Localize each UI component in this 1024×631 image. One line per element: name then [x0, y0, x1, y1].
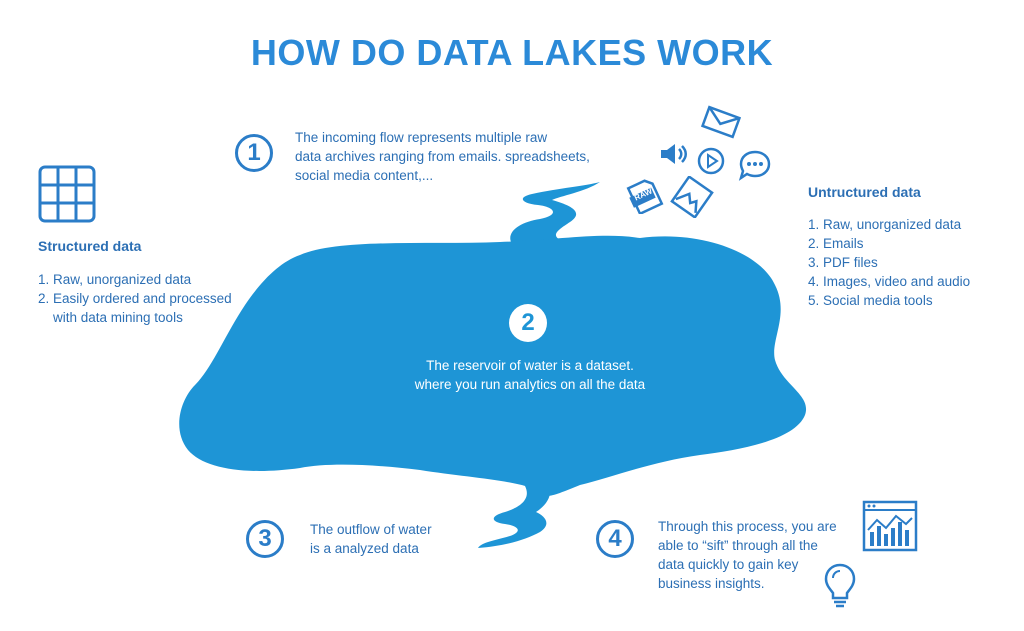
step-4-text: Through this process, you are able to “s… — [658, 517, 858, 593]
raw-file-shape — [626, 179, 664, 214]
unstructured-heading: Untructured data — [808, 184, 921, 200]
raw-file-icon: RAW — [625, 178, 665, 214]
list-item: 2. Emails — [808, 236, 864, 251]
step-2-line: The reservoir of water is a dataset. — [426, 358, 634, 373]
step-1-badge: 1 — [235, 134, 273, 172]
step-1-line: The incoming flow represents multiple ra… — [295, 130, 548, 145]
step-3-badge: 3 — [246, 520, 284, 558]
image-file-icon — [670, 176, 714, 218]
step-2-line: where you run analytics on all the data — [414, 377, 646, 392]
step-2-text: The reservoir of water is a dataset. whe… — [380, 356, 680, 394]
step-1-line: data archives ranging from emails. sprea… — [295, 149, 590, 164]
step-3-line: is a analyzed data — [310, 541, 419, 556]
unstructured-list: 1. Raw, unorganized data 2. Emails 3. PD… — [808, 215, 1008, 310]
list-item: 5. Social media tools — [808, 293, 933, 308]
step-4-line: able to “sift” through all the — [658, 538, 818, 553]
step-3-line: The outflow of water — [310, 522, 432, 537]
lightbulb-icon — [824, 563, 856, 608]
play-icon — [697, 147, 725, 175]
step-1-text: The incoming flow represents multiple ra… — [295, 128, 635, 185]
step-4-badge: 4 — [596, 520, 634, 558]
grid-table-icon — [38, 165, 96, 223]
envelope-icon — [700, 105, 742, 139]
step-1-line: social media content,... — [295, 168, 434, 183]
step-2-badge: 2 — [509, 304, 547, 342]
step-3-text: The outflow of water is a analyzed data — [310, 520, 510, 558]
list-item: 2. Easily ordered and processed — [38, 291, 232, 306]
analytics-chart-icon — [862, 500, 918, 552]
list-item: 4. Images, video and audio — [808, 274, 971, 289]
structured-heading: Structured data — [38, 238, 142, 254]
list-item: 1. Raw, unorganized data — [38, 272, 192, 287]
structured-list: 1. Raw, unorganized data 2. Easily order… — [38, 270, 268, 327]
page-title: HOW DO DATA LAKES WORK — [250, 32, 774, 73]
reservoir-shape — [179, 235, 807, 496]
list-item: 3. PDF files — [808, 255, 878, 270]
speaker-icon — [661, 144, 687, 164]
step-4-line: business insights. — [658, 576, 765, 591]
chat-bubble-icon — [738, 150, 771, 181]
list-item: with data mining tools — [53, 310, 183, 325]
list-item: 1. Raw, unorganized data — [808, 217, 962, 232]
outflow-stream — [478, 486, 551, 548]
step-4-line: Through this process, you are — [658, 519, 837, 534]
inflow-stream — [510, 182, 600, 244]
step-4-line: data quickly to gain key — [658, 557, 799, 572]
